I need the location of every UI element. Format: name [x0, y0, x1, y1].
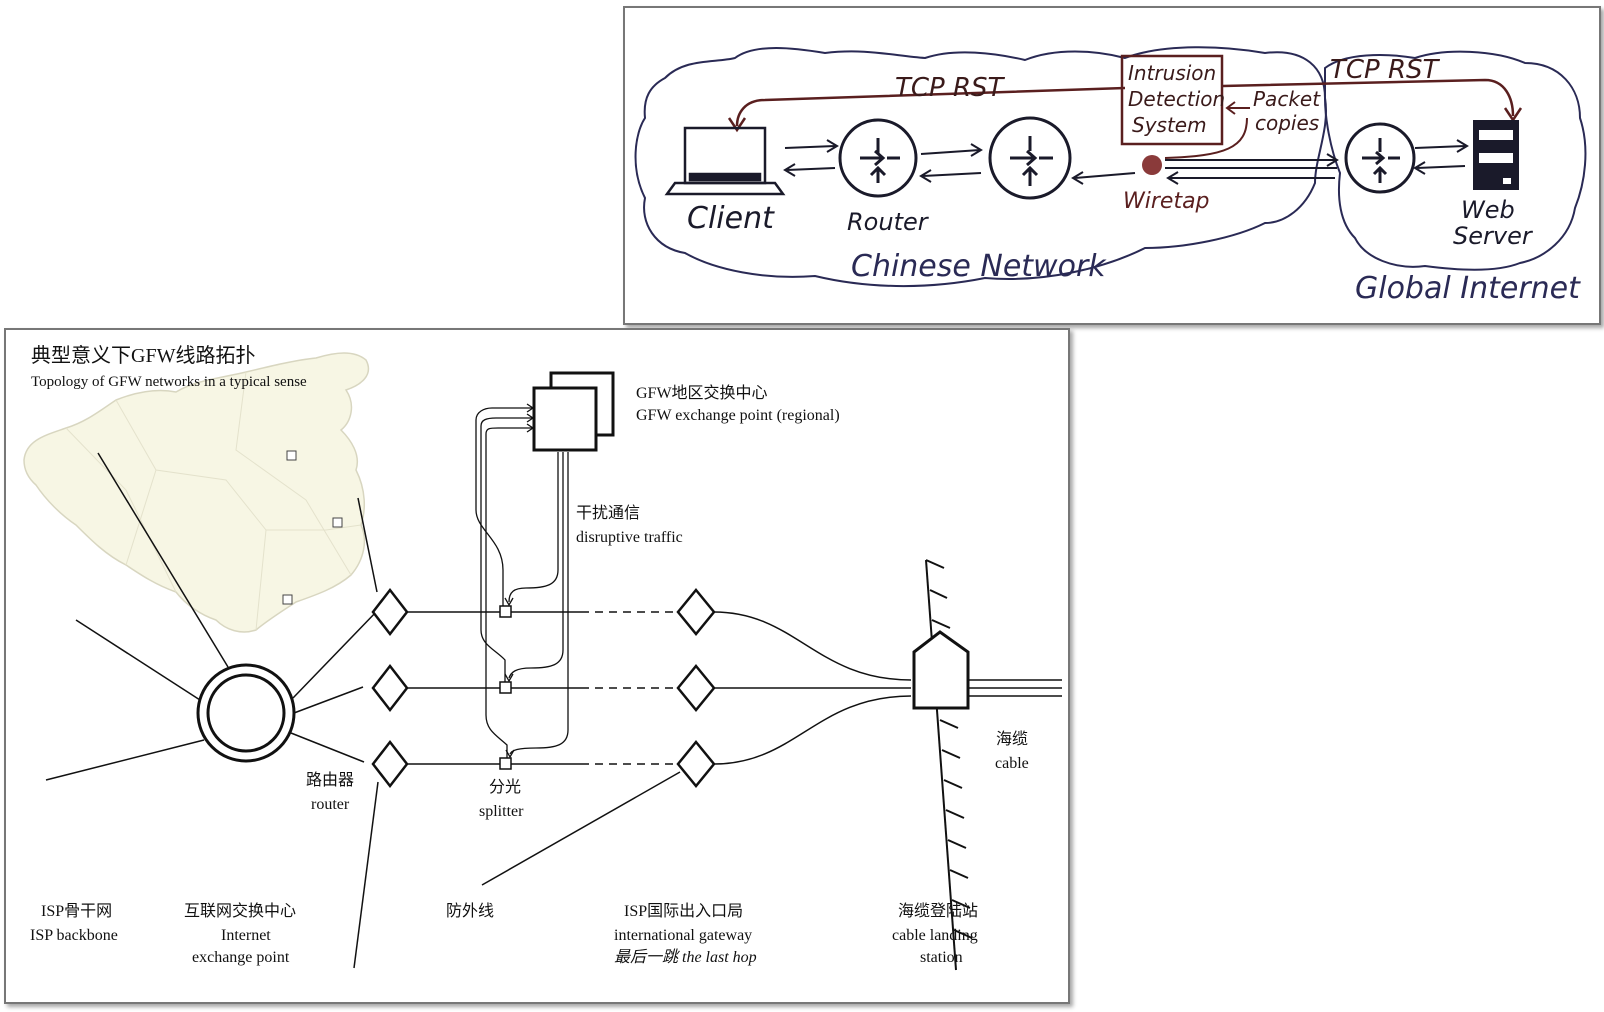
ixp-zh: 互联网交换中心	[184, 902, 296, 920]
wiretap-label: Wiretap	[1123, 189, 1210, 214]
map-marker-beijing	[286, 450, 297, 461]
packet-copies-line-1: Packet	[1253, 87, 1321, 111]
exchange-zh: GFW地区交换中心	[636, 384, 768, 402]
title-en: Topology of GFW networks in a typical se…	[31, 374, 307, 390]
router-server-arrows	[1413, 139, 1469, 175]
router-label: Router	[847, 208, 930, 236]
global-internet-label: Global Internet	[1355, 271, 1581, 306]
packet-copies-line-2: copies	[1255, 111, 1319, 135]
global-internet-cloud	[1324, 50, 1587, 271]
last-hop: 最后一跳 the last hop	[614, 948, 757, 966]
submarine-cables	[968, 679, 1062, 697]
router-icon-1	[838, 118, 918, 198]
splitter-2	[499, 681, 512, 694]
gateway-zh: ISP国际出入口局	[624, 902, 743, 920]
title-zh: 典型意义下GFW线路拓扑	[31, 344, 255, 367]
web-server-icon	[1473, 120, 1519, 190]
map-marker-guangzhou	[282, 594, 293, 605]
gateway-extra-link	[481, 771, 681, 886]
tcp-rst-left-arrow	[735, 86, 1126, 127]
gfw-exchange-front	[532, 386, 598, 452]
router-router-arrows	[919, 143, 983, 183]
backbone-links	[45, 452, 379, 969]
cable-landing-station	[912, 630, 970, 710]
web-server-label-2: Server	[1453, 222, 1534, 250]
sketch-diagram: TCP RST TCP RST Intrusion Detection Syst…	[634, 46, 1587, 306]
splitter-feed-lines	[475, 403, 535, 758]
splitter-zh: 分光	[489, 778, 521, 796]
gateway-diamond-2	[676, 664, 716, 712]
router-diamond-1	[371, 587, 409, 637]
web-server-label-1: Web	[1461, 196, 1515, 224]
gateway-diamond-3	[676, 740, 716, 788]
splitter-3	[499, 757, 512, 770]
cable-zh: 海缆	[996, 730, 1028, 748]
isp-backbone-node	[196, 663, 296, 763]
ids-line-2: Detection	[1128, 87, 1225, 111]
ixp-en-2: exchange point	[192, 949, 290, 966]
chinese-network-cloud	[634, 46, 1327, 288]
tcp-rst-right-arrow	[1222, 78, 1515, 117]
client-label: Client	[687, 201, 775, 236]
disruptive-traffic-lines	[504, 452, 569, 759]
wiretap-arrows	[1071, 153, 1339, 185]
fence-dashed-links	[581, 611, 676, 765]
ids-box	[1120, 54, 1224, 146]
gateway-diamond-1	[676, 588, 716, 636]
disrupt-en: disruptive traffic	[576, 529, 683, 546]
isp-backbone-en: ISP backbone	[30, 927, 118, 944]
splitter-1	[499, 605, 512, 618]
gateway-to-landing-links	[713, 611, 912, 765]
topology-panel: 典型意义下GFW线路拓扑 Topology of GFW networks in…	[4, 328, 1070, 1004]
chinese-network-label: Chinese Network	[851, 249, 1107, 284]
landing-en-2: station	[920, 949, 963, 966]
topology-diagram: 典型意义下GFW线路拓扑 Topology of GFW networks in…	[23, 344, 1062, 971]
map-marker-shanghai	[332, 517, 343, 528]
router-icon-2	[988, 116, 1072, 200]
wiretap-dot	[1142, 155, 1162, 175]
ixp-en-1: Internet	[221, 927, 271, 944]
tcp-rst-left-label: TCP RST	[895, 73, 1006, 103]
landing-en-1: cable landing	[892, 927, 978, 944]
router-to-splitter-links	[407, 611, 581, 765]
tcp-rst-right-label: TCP RST	[1330, 55, 1441, 85]
coastline	[925, 559, 973, 971]
cable-en: cable	[995, 755, 1029, 772]
client-laptop-icon	[664, 126, 786, 196]
tap-to-ids-line	[1164, 117, 1248, 159]
packet-copies-arrow	[1225, 101, 1250, 115]
router-zh: 路由器	[306, 771, 354, 789]
client-router-arrows	[783, 139, 839, 177]
china-province-lines	[65, 371, 362, 631]
router-diamond-2	[371, 663, 409, 713]
disrupt-zh: 干扰通信	[576, 504, 640, 522]
exchange-en: GFW exchange point (regional)	[636, 407, 840, 424]
gateway-en: international gateway	[614, 927, 752, 944]
router-icon-3	[1344, 122, 1416, 194]
ids-line-3: System	[1132, 113, 1207, 137]
sketch-panel: TCP RST TCP RST Intrusion Detection Syst…	[623, 6, 1601, 325]
isp-backbone-zh: ISP骨干网	[41, 903, 112, 920]
splitter-en: splitter	[479, 803, 524, 820]
china-map	[23, 352, 370, 633]
landing-zh: 海缆登陆站	[898, 902, 978, 920]
fence-zh: 防外线	[446, 902, 494, 920]
router-en: router	[311, 796, 350, 813]
ids-line-1: Intrusion	[1128, 61, 1216, 85]
router-diamond-3	[371, 739, 409, 789]
